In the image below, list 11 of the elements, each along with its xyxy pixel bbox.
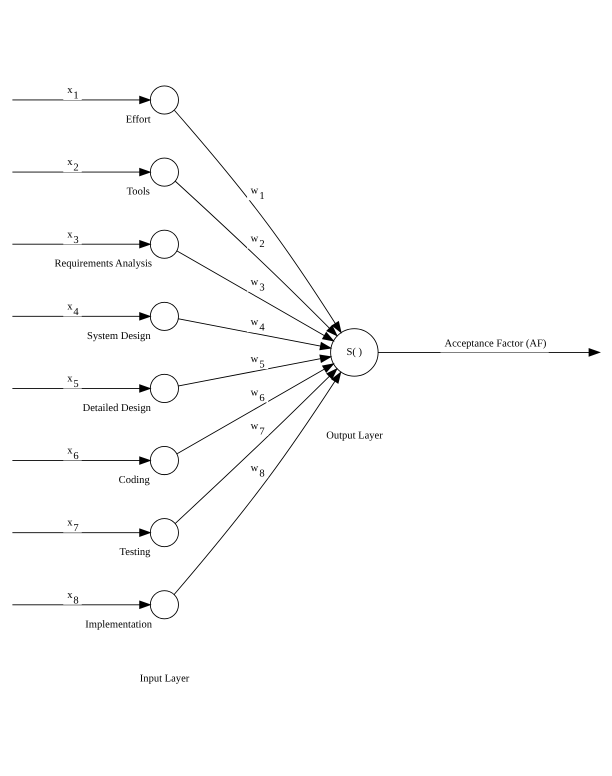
node-label: Testing — [120, 547, 150, 558]
label: Output Layer — [326, 430, 383, 442]
edge-label: Acceptance Factor (AF) — [444, 338, 546, 350]
node-label: Requirements Analysis — [54, 258, 152, 270]
label: Input Layer — [140, 673, 190, 684]
node-label: Effort — [126, 114, 151, 126]
node-label: System Design — [87, 330, 151, 342]
node-label: Detailed Design — [82, 402, 151, 414]
node-label: Tools — [126, 186, 150, 198]
node-label: Implementation — [85, 619, 152, 630]
node-label: Coding — [118, 475, 150, 486]
